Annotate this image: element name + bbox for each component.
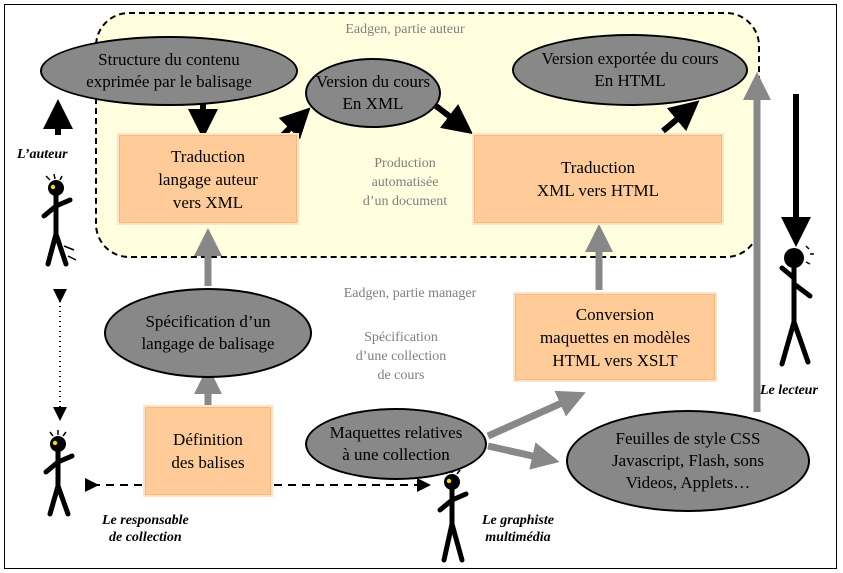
specification-note: Spécification d’une collection de cours (355, 330, 447, 383)
specification-ellipse: Spécification d’un langage de balisage (104, 288, 312, 378)
manager-zone-label: Eadgen, partie manager (343, 286, 477, 301)
traduction-html-box: Traduction XML vers HTML (472, 133, 724, 225)
role-auteur: L’auteur (17, 147, 68, 162)
version-html-ellipse: Version exportée du cours En HTML (512, 34, 748, 106)
graphiste-figure-icon (437, 468, 469, 563)
feuilles-ellipse: Feuilles de style CSS Javascript, Flash,… (566, 410, 810, 512)
maquettes-ellipse: Maquettes relatives à une collection (305, 408, 487, 480)
auteur-figure-icon (41, 173, 77, 267)
author-zone-label: Eadgen, partie auteur (345, 22, 465, 37)
arrow-xml-to-traduction-html (434, 103, 473, 135)
lecteur-figure-icon (779, 245, 814, 367)
role-graphiste: Le graphiste multimédia (482, 513, 554, 545)
production-note: Production automatisée d’un document (362, 156, 448, 209)
conversion-box: Conversion maquettes en modèles HTML ver… (513, 292, 717, 382)
definition-box: Définition des balises (143, 405, 273, 497)
responsable-figure-icon (43, 430, 75, 517)
arrow-maquettes-to-feuilles (487, 442, 560, 470)
structure-ellipse: Structure du contenu exprimée par le bal… (40, 36, 298, 106)
role-responsable: Le responsable de collection (102, 513, 189, 545)
arrow-traduction-html-to-version (661, 100, 700, 134)
traduction-auteur-box: Traduction langage auteur vers XML (117, 133, 299, 225)
arrow-maquettes-to-conversion (486, 390, 586, 440)
version-xml-ellipse: Version du cours En XML (305, 58, 441, 128)
diagram-frame (4, 4, 837, 569)
role-lecteur: Le lecteur (760, 383, 818, 398)
